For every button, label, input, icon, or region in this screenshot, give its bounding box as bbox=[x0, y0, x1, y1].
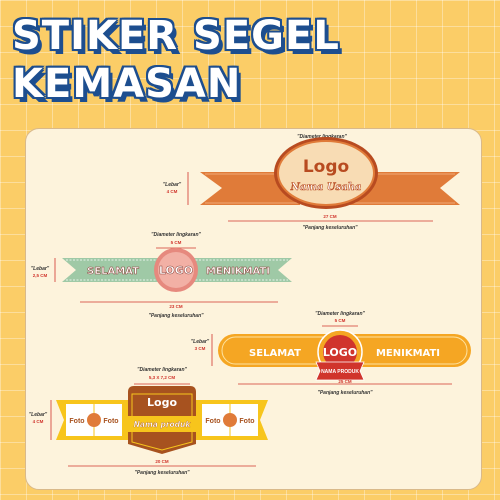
sticker-4-photo-2: Foto bbox=[103, 418, 118, 425]
sticker-4-diameter-label: "Diameter lingkaran" bbox=[137, 367, 187, 373]
sticker-4-photo-4: Foto bbox=[239, 418, 254, 425]
sticker-1-width-value: 4 CM bbox=[167, 189, 178, 194]
sticker-2-diameter-label: "Diameter lingkaran" bbox=[151, 232, 201, 238]
sticker-4-length-value: 20 CM bbox=[155, 459, 169, 464]
sticker-1-scalloped-badge bbox=[277, 140, 375, 206]
sticker-4-width-value: 4 CM bbox=[33, 419, 44, 424]
sticker-3-left-text: SELAMAT bbox=[249, 348, 301, 359]
sticker-4-dot-left bbox=[87, 413, 101, 427]
sticker-4-dot-right bbox=[223, 413, 237, 427]
sticker-1-length-label: "Panjang keseluruhan" bbox=[302, 225, 358, 231]
sticker-1-ribbon-left bbox=[200, 172, 300, 205]
sticker-2-ribbon-right bbox=[192, 258, 292, 282]
sticker-3-width-label: "Lebar" bbox=[191, 339, 210, 345]
sticker-3-length-value: 25 CM bbox=[338, 379, 352, 384]
sticker-2-ribbon-left bbox=[62, 258, 160, 282]
sticker-4-length-label: "Panjang keseluruhan" bbox=[134, 470, 190, 476]
sticker-1-width-label: "Lebar" bbox=[163, 182, 182, 188]
sticker-1-diameter-label: "Diameter lingkaran" bbox=[297, 134, 347, 140]
page-title-line-2: KEMASAN bbox=[12, 61, 242, 107]
sticker-2-diameter-value: 5 CM bbox=[171, 240, 182, 245]
sticker-4-width-label: "Lebar" bbox=[29, 412, 48, 418]
sticker-4: "Diameter lingkaran" 5,3 X 7,2 CM "Lebar… bbox=[29, 367, 268, 476]
sticker-3-logo-text: LOGO bbox=[323, 346, 357, 359]
sticker-2-left-text: SELAMAT bbox=[87, 266, 139, 277]
sticker-2-right-text: MENIKMATI bbox=[206, 266, 270, 277]
sticker-2-width-label: "Lebar" bbox=[31, 266, 50, 272]
sticker-2-width-value: 2,5 CM bbox=[33, 273, 48, 278]
sticker-1-length-value: 27 CM bbox=[323, 214, 337, 219]
sticker-2-logo-text: LOGO bbox=[159, 264, 193, 277]
sticker-3: "Diameter lingkaran" 5 CM "Lebar" 3 CM S… bbox=[191, 311, 471, 396]
sticker-2: "Diameter lingkaran" 5 CM "Lebar" 2,5 CM… bbox=[31, 232, 292, 319]
sticker-4-logo-text: Logo bbox=[147, 396, 177, 409]
sticker-3-diameter-label: "Diameter lingkaran" bbox=[315, 311, 365, 317]
sticker-2-length-label: "Panjang keseluruhan" bbox=[148, 313, 204, 319]
sticker-1: "Diameter lingkaran" 9 X 6 CM "Lebar" 4 … bbox=[163, 134, 460, 231]
sticker-4-product-banner bbox=[122, 416, 202, 432]
sticker-3-diameter-value: 5 CM bbox=[335, 318, 346, 323]
page-title-line-1: STIKER SEGEL bbox=[12, 13, 340, 59]
sticker-3-ribbon-banner bbox=[315, 361, 365, 381]
sticker-3-width-value: 3 CM bbox=[195, 346, 206, 351]
sticker-1-ribbon-right bbox=[350, 172, 460, 205]
sticker-3-length-label: "Panjang keseluruhan" bbox=[317, 390, 373, 396]
sticker-3-medallion bbox=[323, 335, 357, 369]
sticker-4-subtext: Nama produk bbox=[134, 420, 192, 429]
sticker-4-diameter-value: 5,3 X 7,2 CM bbox=[149, 375, 176, 380]
sticker-3-ribbon-text: NAMA PRODUK bbox=[321, 369, 359, 375]
sticker-1-subtext: Nama Usaha bbox=[290, 182, 362, 193]
sticker-4-photo-3: Foto bbox=[205, 418, 220, 425]
sticker-3-right-text: MENIKMATI bbox=[376, 348, 440, 359]
sticker-1-logo-text: Logo bbox=[303, 157, 349, 177]
sticker-2-length-value: 23 CM bbox=[169, 304, 183, 309]
sticker-4-photo-1: Foto bbox=[69, 418, 84, 425]
